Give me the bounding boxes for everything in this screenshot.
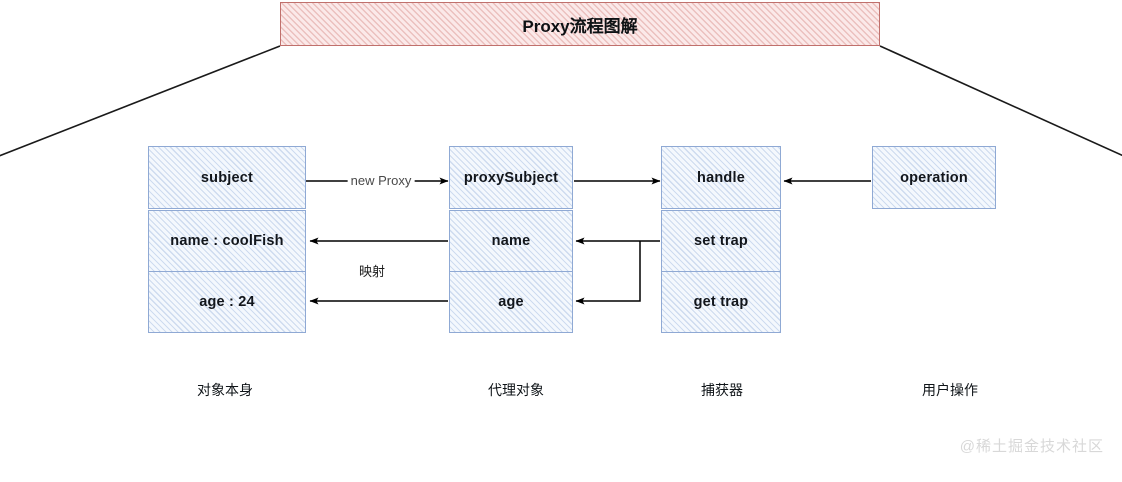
node-label: name : coolFish bbox=[170, 233, 284, 249]
node-label: subject bbox=[200, 169, 254, 186]
column-caption-trap: 捕获器 bbox=[701, 382, 743, 398]
node-label: age bbox=[498, 294, 524, 310]
node-subject-age[interactable]: age : 24 bbox=[148, 271, 306, 333]
node-label: get trap bbox=[693, 294, 749, 310]
banner-leader-left bbox=[0, 45, 281, 157]
node-label: operation bbox=[900, 169, 968, 186]
page-title: Proxy流程图解 bbox=[522, 16, 638, 36]
column-caption-operation: 用户操作 bbox=[922, 382, 978, 398]
node-operation[interactable]: operation bbox=[872, 146, 996, 209]
edge-label-new-proxy: new Proxy bbox=[347, 173, 415, 188]
node-get-trap[interactable]: get trap bbox=[661, 271, 781, 333]
edge-label-mapping: 映射 bbox=[355, 261, 389, 280]
node-label: age : 24 bbox=[199, 294, 255, 310]
node-label: name bbox=[491, 233, 531, 249]
node-proxy-name[interactable]: name bbox=[449, 210, 573, 272]
diagram-title-banner: Proxy流程图解 bbox=[280, 2, 880, 46]
node-set-trap[interactable]: set trap bbox=[661, 210, 781, 272]
node-subject[interactable]: subject bbox=[148, 146, 306, 209]
node-subject-name[interactable]: name : coolFish bbox=[148, 210, 306, 272]
node-proxysubject[interactable]: proxySubject bbox=[449, 146, 573, 209]
node-label: proxySubject bbox=[463, 169, 559, 186]
column-caption-proxy: 代理对象 bbox=[488, 382, 544, 398]
banner-leader-right bbox=[879, 45, 1122, 157]
watermark: @稀土掘金技术社区 bbox=[959, 438, 1104, 455]
column-caption-object: 对象本身 bbox=[197, 382, 253, 398]
node-label: handle bbox=[697, 169, 745, 186]
node-proxy-age[interactable]: age bbox=[449, 271, 573, 333]
arrow-trap-branch-to-proxyage bbox=[575, 241, 641, 305]
node-handle[interactable]: handle bbox=[661, 146, 781, 209]
node-label: set trap bbox=[694, 233, 748, 249]
